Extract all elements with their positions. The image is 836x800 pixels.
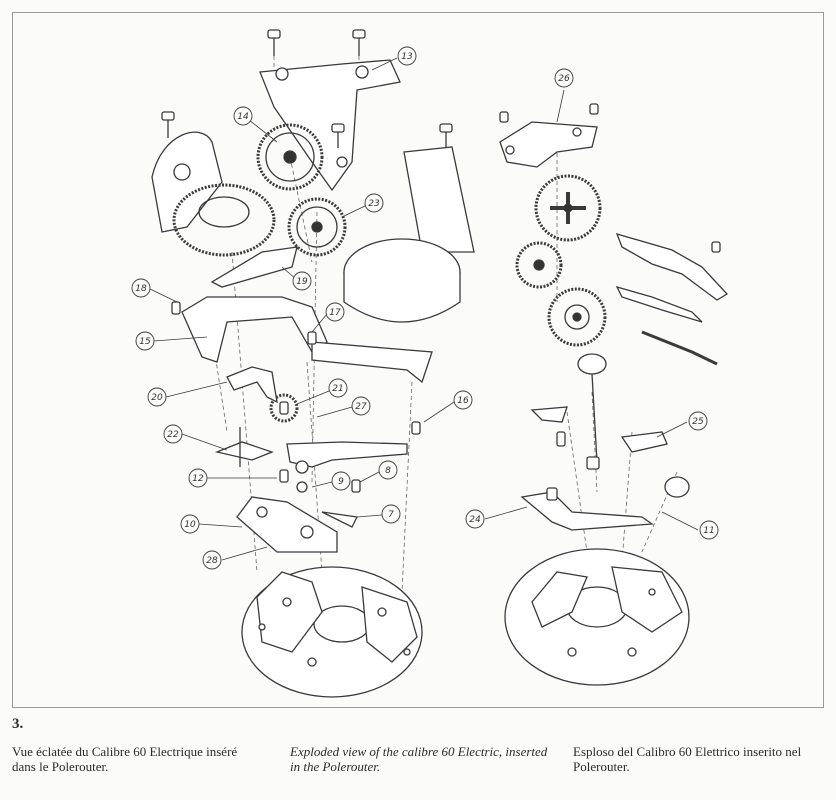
bridge-10: [236, 496, 338, 553]
callout-11: 11: [703, 526, 714, 536]
callout-10: 10: [184, 520, 196, 530]
lever-24: [520, 487, 654, 531]
callout-16: 16: [457, 396, 469, 406]
lever-20: [226, 366, 278, 404]
callout-27: 27: [355, 402, 367, 412]
balance-bridge: [151, 131, 223, 233]
illustration-frame: [12, 12, 824, 708]
callout-labels: 13 14 23 19 18 17 15 20 21 27 16 22 12 9…: [135, 52, 714, 566]
callout-leaders: [149, 57, 699, 561]
bridge-13: [259, 59, 401, 192]
callout-26: 26: [558, 74, 570, 84]
parts-right-25-11: [530, 406, 690, 498]
wheel-right-left: [515, 241, 563, 289]
lever-bridge-15: [181, 296, 433, 384]
callout-28: 28: [206, 556, 218, 566]
callout-21: 21: [332, 384, 343, 394]
callout-8: 8: [385, 466, 391, 476]
callout-13: 13: [401, 52, 413, 62]
part-22: [214, 427, 274, 467]
callout-23: 23: [368, 199, 380, 209]
wheel-right-top: [534, 174, 602, 242]
callout-22: 22: [167, 430, 179, 440]
small-parts: [171, 301, 421, 528]
bracket-19: [210, 246, 298, 288]
bridge-26: [499, 103, 599, 168]
callout-24: 24: [469, 515, 481, 525]
callout-25: 25: [692, 417, 704, 427]
caption-french: Vue éclatée du Calibre 60 Electrique ins…: [12, 744, 238, 774]
figure-number: 3.: [12, 716, 24, 732]
coil-housing: [343, 146, 475, 323]
wheel-23: [287, 197, 347, 257]
callout-14: 14: [237, 112, 249, 122]
callout-12: 12: [192, 474, 204, 484]
part-27: [286, 441, 408, 468]
callout-19: 19: [296, 277, 308, 287]
callout-7: 7: [388, 510, 394, 520]
callout-17: 17: [329, 308, 341, 318]
main-plate-right: [504, 548, 690, 686]
callout-20: 20: [151, 393, 163, 403]
exploded-view-illustration: 13 14 23 19 18 17 15 20 21 27 16 22 12 9…: [131, 29, 729, 698]
caption-english: Exploded view of the calibre 60 Electric…: [290, 744, 548, 774]
wheel-right-bottom: [547, 287, 607, 347]
balance-wheel: [172, 183, 276, 257]
main-plate-left: [241, 566, 423, 698]
callout-markers: [131, 46, 719, 570]
spring-parts-right: [615, 233, 729, 366]
screws-top: [161, 29, 453, 150]
stem-part: [577, 353, 607, 470]
callout-9: 9: [338, 477, 344, 487]
caption-italian: Esploso del Calibro 60 Elettrico inserit…: [573, 744, 802, 774]
wheel-14: [256, 123, 324, 191]
callout-15: 15: [139, 337, 151, 347]
callout-18: 18: [135, 284, 147, 294]
